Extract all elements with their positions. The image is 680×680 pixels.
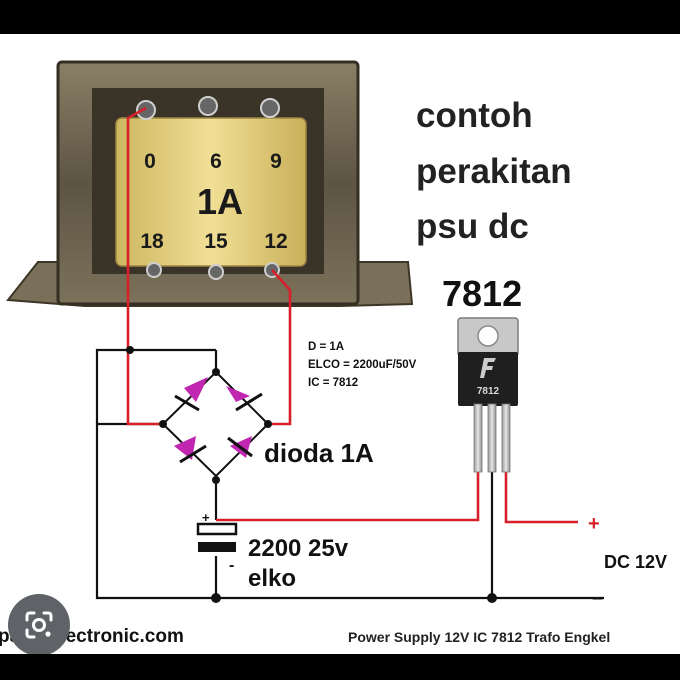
- diode-bottom-right: [227, 436, 253, 458]
- spec-ic: IC = 7812: [308, 377, 358, 389]
- circuit-svg: 0 6 9 1A 18 15 12 contoh perakitan psu d…: [0, 60, 667, 647]
- tap-label-9: 9: [270, 150, 282, 173]
- regulator-pin-ground: [487, 403, 497, 473]
- regulator-pin-input: [473, 403, 483, 473]
- heading-line-3: psu dc: [416, 207, 529, 246]
- tap-label-6: 6: [210, 150, 222, 173]
- output-minus: –: [592, 587, 603, 609]
- spec-d: D = 1A: [308, 341, 344, 353]
- tap-label-0: 0: [144, 150, 156, 173]
- tap-label-12: 12: [264, 230, 287, 253]
- lens-button[interactable]: [8, 594, 70, 654]
- capacitor-label-value: 2200 25v: [248, 535, 349, 562]
- output-plus: +: [588, 513, 600, 535]
- transformer: 0 6 9 1A 18 15 12: [6, 60, 414, 307]
- secondary-wires: [126, 106, 578, 524]
- transformer-rating: 1A: [197, 181, 243, 222]
- capacitor-label-type: elko: [248, 565, 296, 592]
- tap-label-15: 15: [204, 230, 228, 253]
- diode-top-right: [226, 386, 263, 412]
- capacitor-minus: -: [229, 557, 234, 574]
- bottom-bar: [0, 654, 680, 680]
- bridge-label: dioda 1A: [264, 438, 374, 468]
- output-label: DC 12V: [604, 552, 667, 572]
- regulator-logo-icon: [480, 358, 496, 378]
- spec-elco: ELCO = 2200uF/50V: [308, 359, 417, 371]
- regulator-body-label: 7812: [477, 386, 500, 397]
- regulator-ic: 7812: [457, 317, 519, 473]
- regulator-pin-output: [501, 403, 511, 473]
- heading-line-2: perakitan: [416, 152, 572, 191]
- regulator-title: 7812: [442, 273, 522, 314]
- tap-label-18: 18: [140, 230, 164, 253]
- electrolytic-capacitor: [196, 522, 238, 552]
- regulator-body: [458, 352, 518, 406]
- coil-solder-joints: [136, 96, 280, 280]
- junction-dots: [126, 346, 497, 603]
- footer-caption: Power Supply 12V IC 7812 Trafo Engkel: [348, 629, 610, 645]
- top-bar: [0, 0, 680, 34]
- diode-bottom-left: [174, 436, 207, 464]
- bridge-rectifier: [161, 370, 270, 478]
- capacitor-plus: +: [202, 510, 210, 525]
- diode-top-left: [174, 377, 208, 412]
- regulator-mount-hole: [477, 325, 499, 347]
- google-lens-icon: [25, 611, 53, 639]
- heading-line-1: contoh: [416, 96, 533, 135]
- diagram-canvas: 0 6 9 1A 18 15 12 contoh perakitan psu d…: [0, 34, 680, 654]
